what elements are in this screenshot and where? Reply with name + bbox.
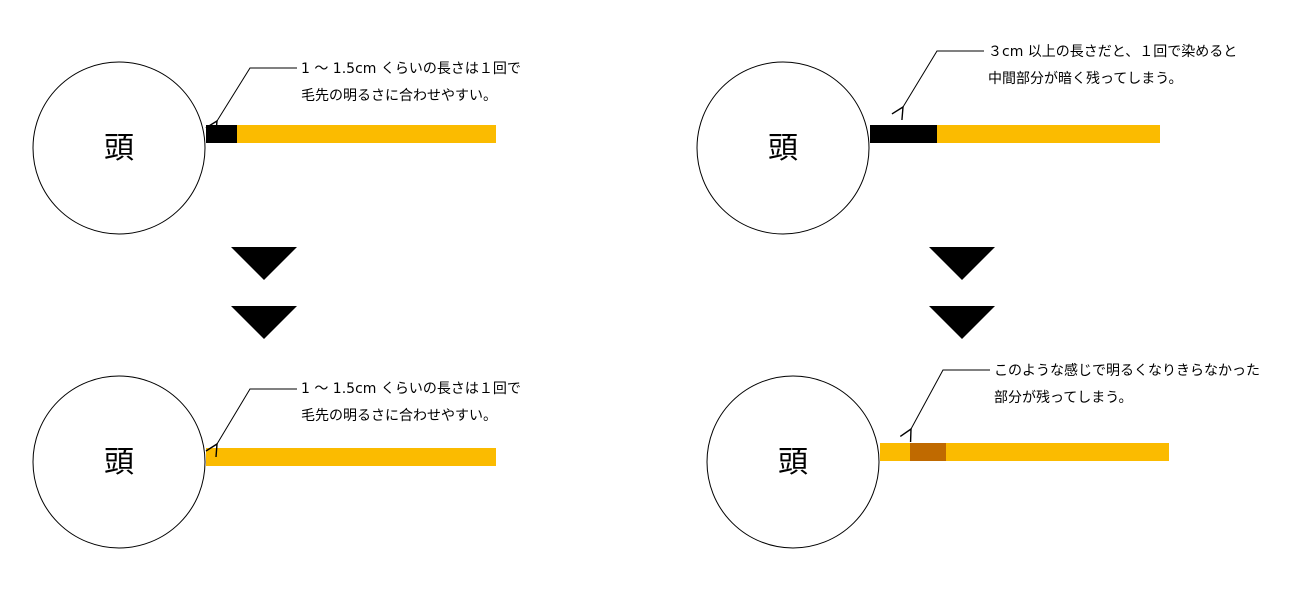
down-arrow-triangle	[929, 247, 995, 280]
down-arrow-triangle	[929, 306, 995, 339]
note-line-2: 毛先の明るさに合わせやすい。	[301, 88, 497, 104]
callout-arrow	[911, 369, 990, 429]
note-line-1: 1 ～ 1.5cm くらいの長さは１回で	[301, 381, 521, 397]
note-line-2: 中間部分が暗く残ってしまう。	[988, 71, 1182, 87]
head-circle	[706, 375, 880, 549]
panel-left-before: 頭 1 ～ 1.5cm くらいの長さは１回で 毛先の明るさに合わせやすい。	[32, 61, 521, 235]
head-circle	[696, 61, 870, 235]
callout-arrow	[903, 50, 984, 107]
callout-arrow	[217, 67, 297, 121]
head-label: 頭	[778, 445, 808, 480]
hair-blonde	[206, 448, 496, 466]
head-label: 頭	[104, 445, 134, 480]
note-line-2: 毛先の明るさに合わせやすい。	[301, 408, 497, 424]
head-label: 頭	[104, 131, 134, 166]
hair-dark-band	[910, 443, 946, 461]
down-arrow-triangle	[231, 247, 297, 280]
note-line-2: 部分が残ってしまう。	[994, 390, 1132, 406]
hair-black-root	[206, 125, 237, 143]
note-line-1: ３cm 以上の長さだと、１回で染めると	[988, 44, 1237, 60]
panel-right-after: 頭 このような感じで明るくなりきらなかった 部分が残ってしまう。	[706, 362, 1260, 549]
hair-blonde	[937, 125, 1160, 143]
down-arrow-triangle	[231, 306, 297, 339]
note-line-1: このような感じで明るくなりきらなかった	[994, 362, 1260, 379]
callout-arrow	[217, 388, 297, 444]
panel-left-after: 頭 1 ～ 1.5cm くらいの長さは１回で 毛先の明るさに合わせやすい。	[32, 375, 521, 549]
hair-blonde	[237, 125, 496, 143]
hair-blonde	[880, 443, 1169, 461]
head-label: 頭	[768, 131, 798, 166]
head-circle	[32, 61, 206, 235]
note-line-1: 1 ～ 1.5cm くらいの長さは１回で	[301, 61, 521, 77]
hair-black-root	[870, 125, 937, 143]
panel-right-before: 頭 ３cm 以上の長さだと、１回で染めると 中間部分が暗く残ってしまう。	[696, 44, 1237, 235]
head-circle	[32, 375, 206, 549]
